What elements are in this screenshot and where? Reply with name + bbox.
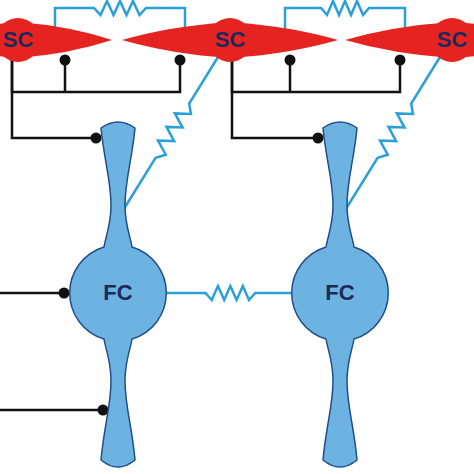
- cell-label: SC: [215, 29, 246, 51]
- synapse-dot: [285, 55, 296, 66]
- synapse-line: [12, 50, 96, 138]
- cell-label: SC: [3, 29, 34, 51]
- cell-body: [292, 122, 389, 467]
- resistor-line: [122, 57, 218, 212]
- synapse-dot: [395, 55, 406, 66]
- cell-label: FC: [325, 282, 354, 304]
- synapse-line: [232, 50, 400, 92]
- gap-junction: [160, 286, 298, 300]
- input-line: [0, 292, 64, 295]
- synapse-dot: [91, 133, 102, 144]
- fc-cell: FC: [290, 120, 390, 472]
- resistor-line: [160, 286, 298, 300]
- sc-cell: SC: [0, 18, 112, 62]
- cell-label: FC: [103, 282, 132, 304]
- gap-junction: [344, 57, 440, 212]
- synapse: [232, 50, 324, 144]
- synapse: [232, 50, 406, 92]
- resistor-line: [344, 57, 440, 212]
- cell-body: [0, 18, 40, 62]
- synapse-line: [232, 50, 318, 138]
- sc-cell: SC: [345, 18, 474, 62]
- synapse: [12, 50, 102, 144]
- synapse-dot: [175, 55, 186, 66]
- gap-junction: [122, 57, 218, 212]
- sc-cell: SC: [122, 18, 338, 62]
- synapse-line: [12, 50, 180, 92]
- synapse-dot: [98, 405, 109, 416]
- synapse: [12, 50, 186, 92]
- cell-body: [70, 122, 167, 467]
- cell-body: [208, 18, 252, 62]
- cell-body: [430, 18, 474, 62]
- input-line: [0, 409, 103, 412]
- static-synapses: [0, 55, 296, 416]
- synapse-dot: [313, 133, 324, 144]
- fc-cell: FC: [68, 120, 168, 472]
- cell-label: SC: [437, 29, 468, 51]
- synapse-dot: [59, 288, 70, 299]
- synapse-dot: [60, 55, 71, 66]
